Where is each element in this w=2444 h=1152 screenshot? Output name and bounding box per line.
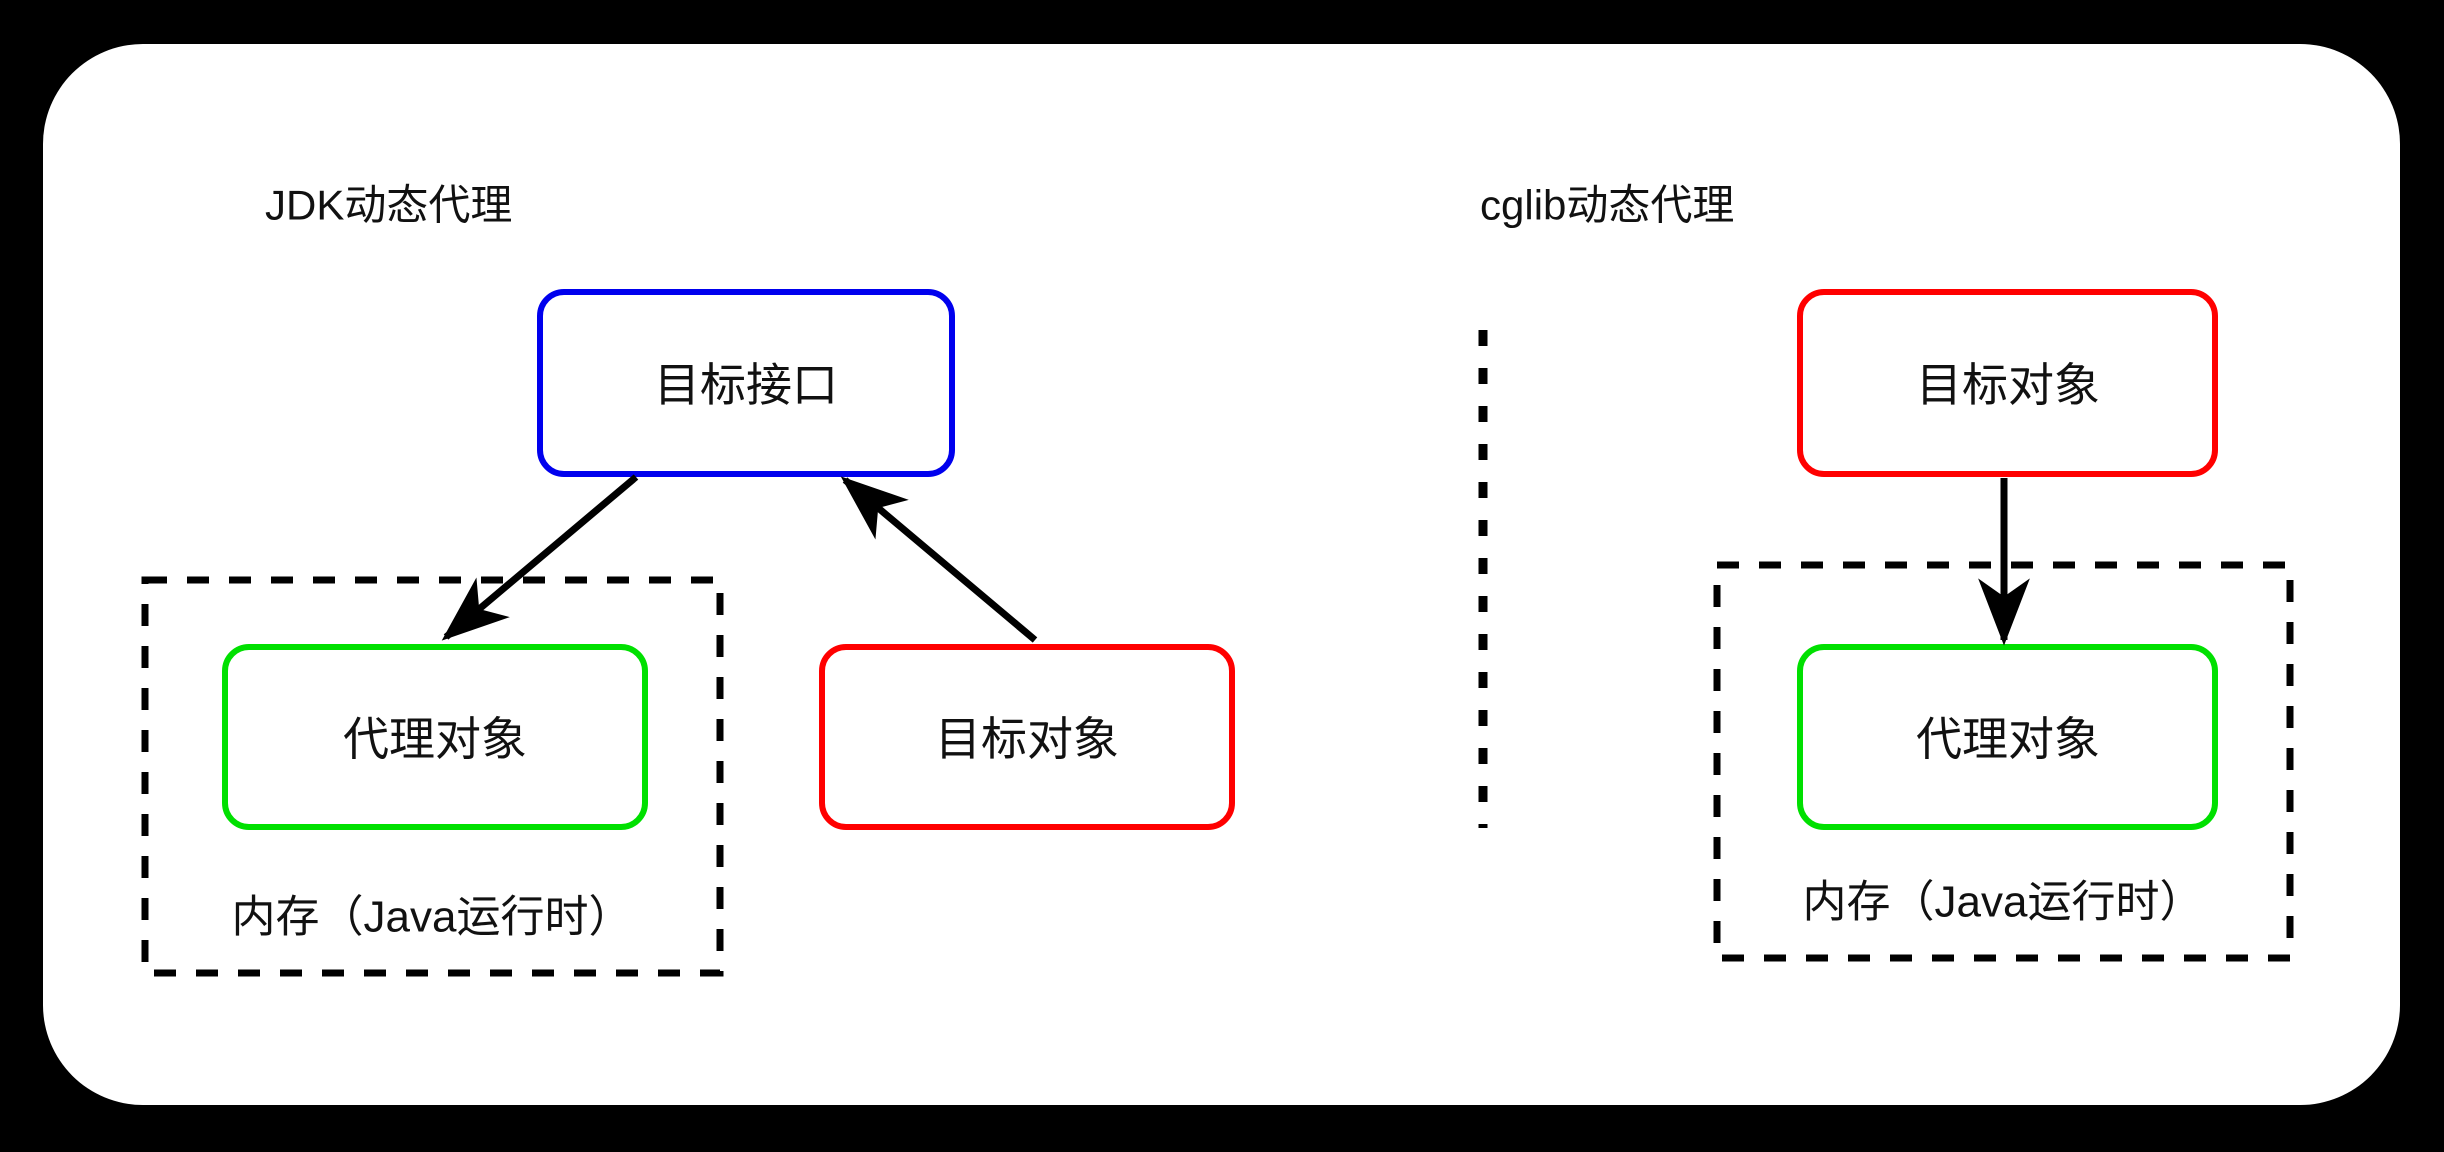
memory-boundary-left — [141, 576, 724, 977]
edge-target-to-interface — [840, 476, 1038, 643]
node-target-object-left-label: 目标对象 — [935, 713, 1119, 765]
left-panel-title: JDK动态代理 — [265, 182, 512, 229]
node-target-interface[interactable] — [537, 289, 955, 477]
right-panel-title: cglib动态代理 — [1480, 182, 1734, 229]
node-proxy-object-right[interactable] — [1797, 644, 2218, 830]
edge-interface-to-proxy — [441, 474, 639, 641]
node-proxy-object-right-label: 代理对象 — [1916, 713, 2100, 765]
node-target-object-left[interactable] — [819, 644, 1235, 830]
node-target-object-right[interactable] — [1797, 289, 2218, 477]
node-proxy-object-left[interactable] — [222, 644, 648, 830]
node-target-object-right-label: 目标对象 — [1916, 359, 2100, 411]
node-proxy-object-left-label: 代理对象 — [343, 713, 527, 765]
memory-boundary-right — [1713, 561, 2294, 962]
node-target-interface-label: 目标接口 — [654, 359, 838, 411]
memory-label-left: 内存（Java运行时） — [232, 893, 633, 942]
memory-label-right: 内存（Java运行时） — [1803, 878, 2204, 927]
